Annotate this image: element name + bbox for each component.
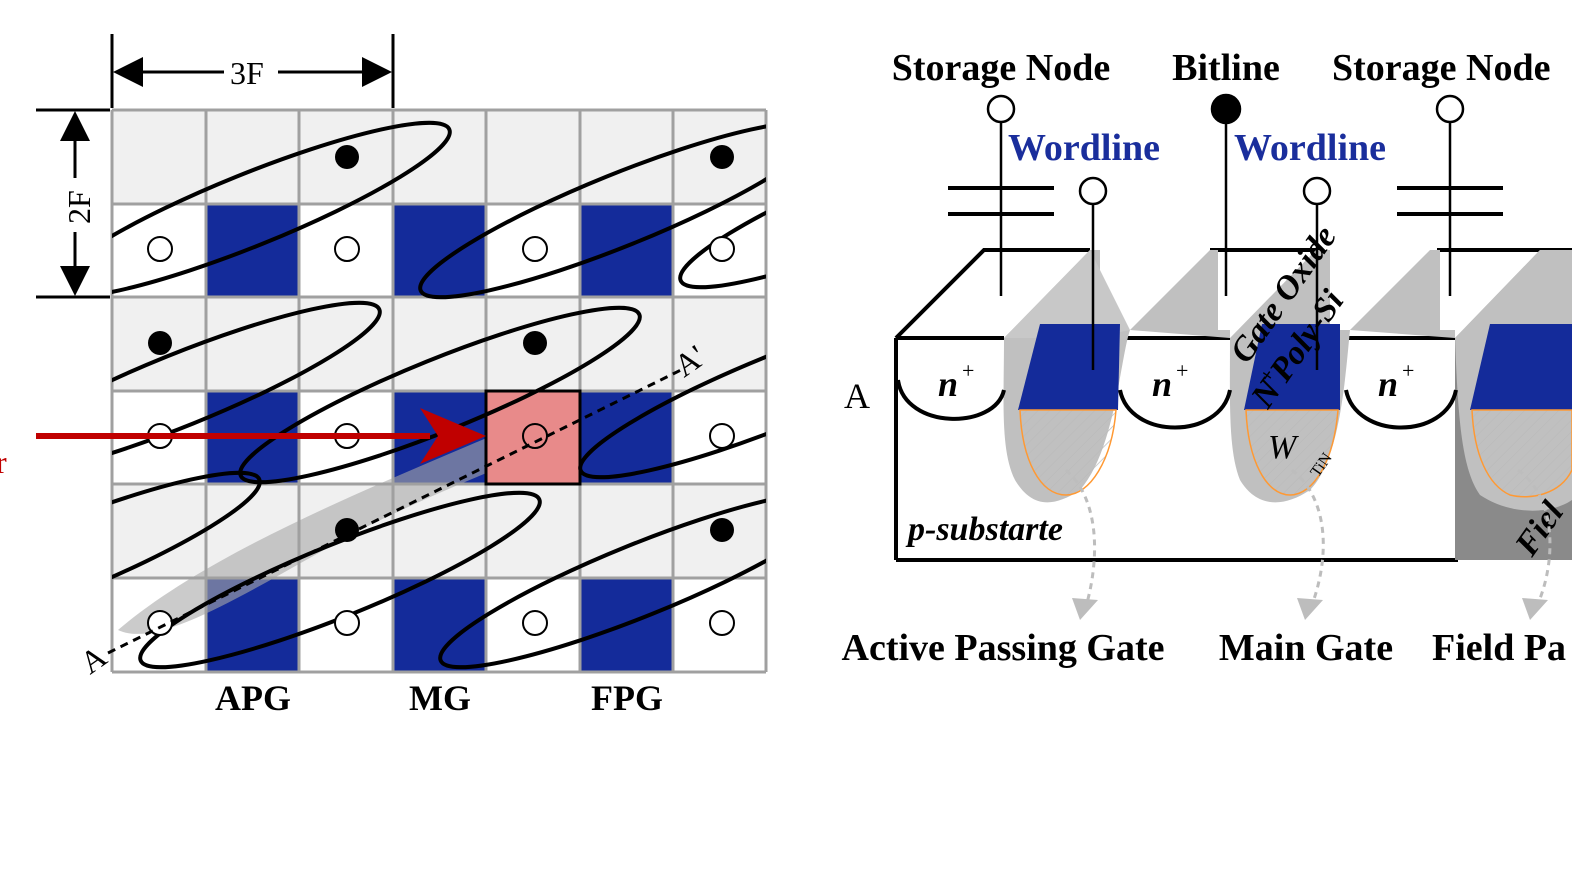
highlight-arrow [36,408,486,464]
bitline-contacts [148,145,734,542]
field-passing-gate-label: Field Pa [1432,627,1566,669]
active-passing-gate-label: Active Passing Gate [842,627,1165,669]
storage-node-label-right: Storage Node [1332,47,1550,89]
svg-text:n: n [938,364,958,404]
gate-pointer-heads [1072,598,1548,620]
arrow-label-fragment: r [0,444,7,480]
grid-lines [110,108,768,674]
svg-text:n: n [1152,364,1172,404]
dimension-2f-label: 2F [61,190,97,224]
svg-text:+: + [1176,358,1188,383]
wordline-label-left: Wordline [1008,127,1160,169]
silicon-block [894,248,1572,562]
tungsten-label: W [1268,429,1299,466]
dimension-2f [36,108,110,299]
svg-text:n: n [1378,364,1398,404]
wordline-label-right: Wordline [1234,127,1386,169]
contacts [948,93,1503,370]
dimension-3f-label: 3F [230,55,264,91]
substrate-label: p-substarte [905,511,1063,548]
storage-contacts [147,236,735,636]
cut-line-a-a-prime [107,366,686,655]
point-a-label: A [73,638,113,681]
layout-view: r 3F 2F A A' APG MG FPG [0,34,768,718]
bitline-label: Bitline [1172,47,1280,89]
n-plus-regions [896,379,1458,430]
trench-gates [1003,250,1572,511]
gate-label-mg: MG [409,678,471,718]
cross-section-view: Storage Node Bitline Storage Node Wordli… [842,47,1572,669]
svg-text:+: + [1402,358,1414,383]
n-plus-labels: n + n + n + [938,358,1414,404]
main-gate-label: Main Gate [1219,627,1393,669]
cross-section-a-label: A [844,376,870,416]
svg-text:+: + [962,358,974,383]
gate-label-fpg: FPG [591,678,663,718]
gate-pointer-arrows [1065,468,1552,611]
gate-label-apg: APG [215,678,291,718]
dimension-3f [110,34,395,108]
storage-node-label-left: Storage Node [892,47,1110,89]
